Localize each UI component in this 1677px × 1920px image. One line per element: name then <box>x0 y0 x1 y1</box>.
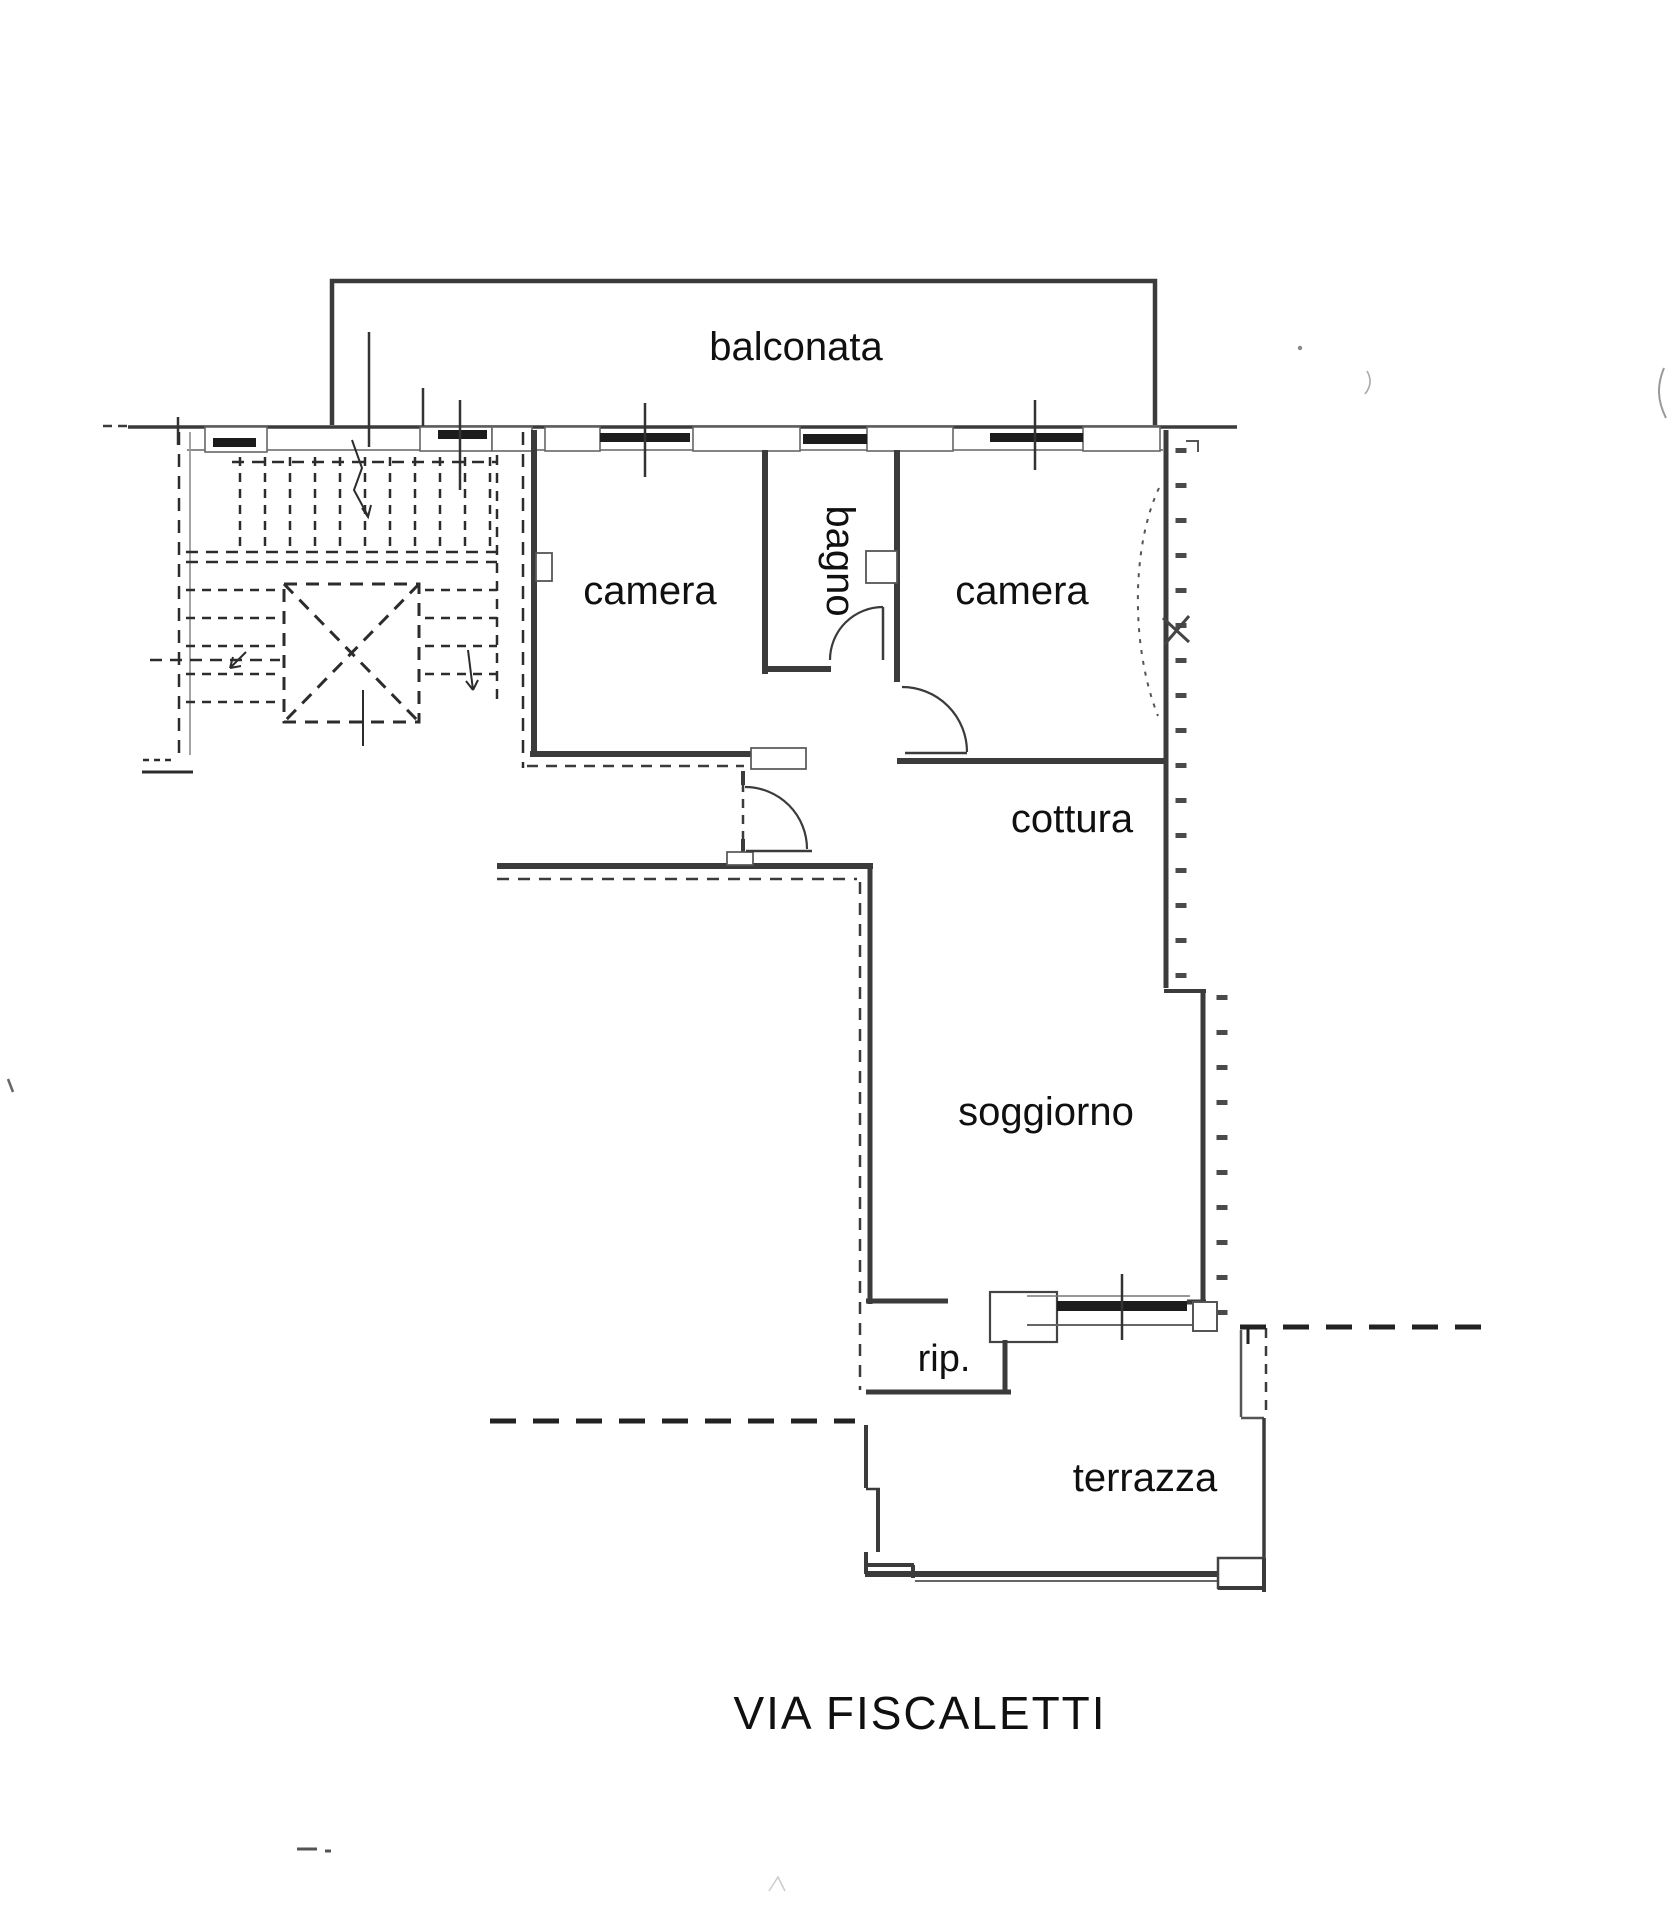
label-rip: rip. <box>918 1338 971 1380</box>
label-camera-right: camera <box>955 569 1089 613</box>
doors <box>744 605 969 853</box>
facade-wall <box>103 332 1237 490</box>
window-ticks <box>176 332 1037 490</box>
label-terrazza: terrazza <box>1073 1456 1218 1500</box>
label-cottura: cottura <box>1011 797 1134 841</box>
apartment-walls <box>497 430 1206 1395</box>
entry-door <box>744 785 812 853</box>
label-soggiorno: soggiorno <box>958 1090 1134 1134</box>
dashed-boundary-lines <box>490 1324 1497 1424</box>
label-camera-left: camera <box>583 569 717 613</box>
elevator-shaft <box>282 582 421 724</box>
camera-right-door <box>901 685 969 755</box>
stair-direction-arrow <box>229 439 479 691</box>
room-labels: balconata camera bagno camera cottura so… <box>583 325 1218 1739</box>
scan-specks <box>6 345 1667 1892</box>
label-balconata: balconata <box>709 325 883 369</box>
boundary-tick-marks <box>1136 448 1228 1335</box>
balcony-outline <box>329 278 1158 425</box>
bagno-door <box>828 605 885 661</box>
terrace <box>864 1301 1268 1592</box>
stair-treads-upper <box>238 457 492 546</box>
stair-treads-left <box>186 588 278 704</box>
stair-treads-right <box>425 588 497 676</box>
label-street: VIA FISCALETTI <box>733 1687 1106 1739</box>
label-bagno: bagno <box>818 505 862 616</box>
stairwell <box>142 432 525 774</box>
